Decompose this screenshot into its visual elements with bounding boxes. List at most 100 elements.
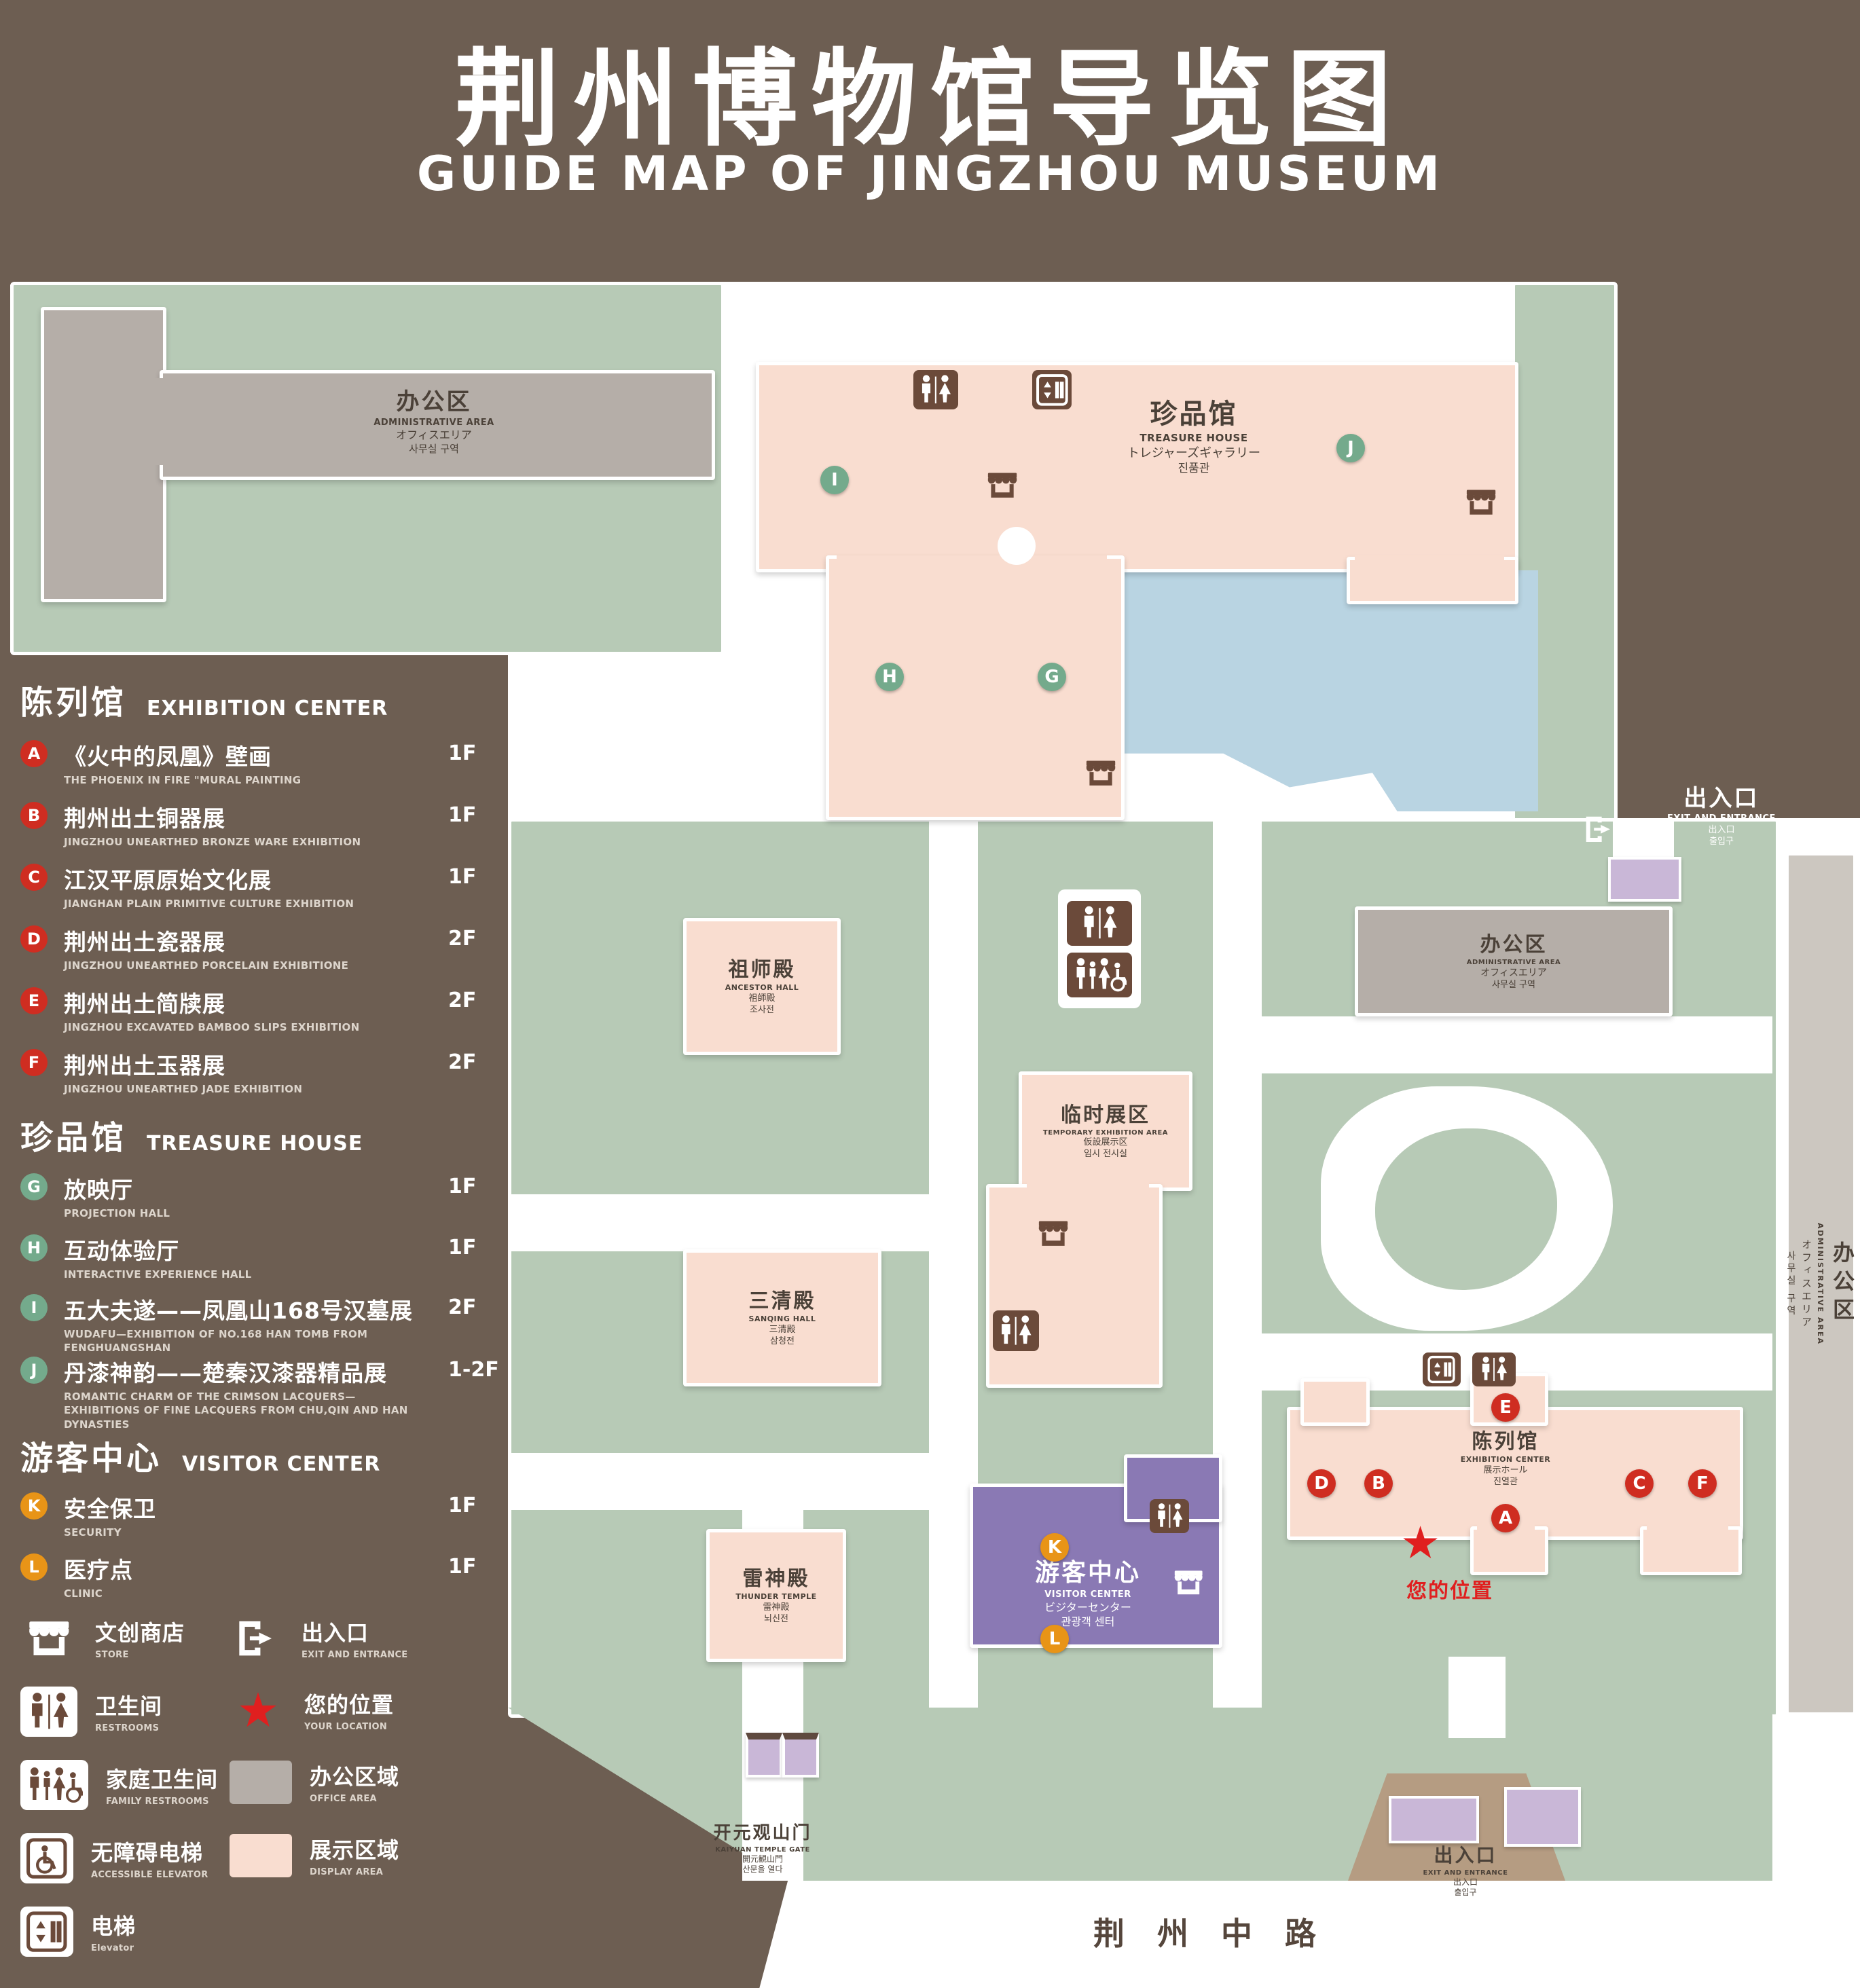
item-floor: 1F [448,1494,477,1517]
section-title-en: EXHIBITION CENTER [147,697,388,720]
sanqing-ja: 三清殿 [769,1324,796,1335]
legend-item-G: G 放映厅 PROJECTION HALL 1F [20,1172,505,1220]
item-en: ROMANTIC CHARM OF THE CRIMSON LACQUERS—E… [64,1391,408,1431]
legend-item-A: A 《火中的凤凰》壁画 THE PHOENIX IN FIRE "MURAL P… [20,739,505,787]
legend-item-L: L 医疗点 CLINIC 1F [20,1552,505,1600]
badge-L: L [20,1553,48,1581]
family-restroom-icon [20,1760,88,1810]
item-en: THE PHOENIX IN FIRE "MURAL PAINTING [64,774,302,786]
visitor-zh: 游客中心 [1034,1559,1141,1587]
sanqing-zh: 三清殿 [748,1289,816,1314]
office-area-swatch [230,1761,292,1805]
treasure-en: TREASURE HOUSE [1139,432,1248,444]
store-icon [1080,755,1122,792]
admin-left-ja: オフィスエリア [396,428,472,442]
restroom-plaza [1058,889,1141,1008]
bottom-exit-zh: 出入口 [1434,1844,1497,1867]
section-title-zh: 游客中心 [20,1439,162,1477]
symbol-en: FAMILY RESTROOMS [106,1796,209,1807]
legend-symbol-elevator: 电梯 Elevator [20,1907,136,1957]
legend-symbol-display-area: 展示区域 DISPLAY AREA [230,1833,399,1879]
admin-right-ja: オフィスエリア [1480,968,1547,979]
treasure-ko: 진품관 [1178,461,1210,475]
symbol-zh: 无障碍电梯 [91,1839,204,1866]
item-zh: 《火中的凤凰》壁画 [64,743,272,770]
badge-D: D [20,925,48,953]
bottom-exit-en: EXIT AND ENTRANCE [1423,1869,1508,1877]
gate-ja: 開元観山門 [742,1854,783,1864]
sanqing-en: SANQING HALL [748,1314,816,1324]
symbol-en: ACCESSIBLE ELEVATOR [91,1869,208,1880]
symbol-zh: 卫生间 [95,1693,163,1719]
location-star-icon: ★ [1400,1517,1441,1569]
map-marker-G: G [1038,663,1066,691]
map-marker-A: A [1491,1504,1520,1532]
item-zh: 江汉平原原始文化展 [64,867,272,894]
exit-icon [230,1613,284,1663]
legend-symbol-accessible-elevator: 无障碍电梯 ACCESSIBLE ELEVATOR [20,1833,208,1883]
treasure-label: 珍品馆 TREASURE HOUSE トレジャーズギャラリー 진품관 [1072,390,1316,482]
building-admin-strip: 办公区 ADMINISTRATIVE AREA オフィスエリア 사무실 구역 [1785,852,1857,1716]
bottom-exit-structure-1 [1389,1796,1479,1843]
badge-I: I [20,1294,48,1321]
item-floor: 1F [448,741,477,765]
temporary-en: TEMPORARY EXHIBITION AREA [1042,1129,1169,1137]
ancestor-ja: 祖師殿 [748,993,776,1004]
right-exit-en: EXIT AND ENTRANCE [1667,813,1776,824]
walk-path-h2 [508,1453,978,1510]
right-exit-zh: 出入口 [1683,784,1759,812]
bottom-exit-ko: 출입구 [1454,1888,1477,1898]
store-icon [981,467,1023,504]
road-label: 荆州中路 [1093,1915,1349,1952]
right-exit-ko: 출입구 [1709,836,1734,847]
item-en: WUDAFU—EXHIBITION OF NO.168 HAN TOMB FRO… [64,1328,368,1355]
temporary-seam [1027,1180,1149,1192]
page-title: 荆州博物馆导览图 [454,38,1406,161]
map-marker-L: L [1040,1625,1069,1653]
item-zh: 放映厅 [64,1177,133,1203]
item-floor: 1F [448,1175,477,1198]
item-zh: 医疗点 [64,1557,133,1583]
store-icon [1032,1215,1074,1252]
thunder-en: THUNDER TEMPLE [735,1592,817,1602]
item-en: JINGZHOU UNEARTHED JADE EXHIBITION [64,1083,303,1095]
badge-F: F [20,1049,48,1076]
gate-en: KAIYUAN TEMPLE GATE [715,1845,810,1854]
legend-item-K: K 安全保卫 SECURITY 1F [20,1491,505,1539]
exhibition-label: 陈列馆 EXHIBITION CENTER 展示ホール 진열관 [1410,1418,1601,1499]
restroom-icon [1150,1499,1189,1533]
family-restroom-icon [1067,952,1132,997]
gate-label: 开元观山门 KAIYUAN TEMPLE GATE 開元観山門 산문을 열다 [685,1811,841,1886]
garden-island [1375,1128,1557,1290]
building-admin-right: 办公区 ADMINISTRATIVE AREA オフィスエリア 사무실 구역 [1355,906,1673,1016]
legend-symbol-store: 文创商店 STORE [20,1613,185,1663]
map-marker-H: H [875,663,904,691]
admin-right-en: ADMINISTRATIVE AREA [1466,959,1561,967]
legend-symbol-location: ★ 您的位置 YOUR LOCATION [230,1687,394,1734]
badge-B: B [20,802,48,829]
store-icon [1168,1565,1209,1600]
admin-left-ko: 사무실 구역 [409,443,459,456]
map-marker-I: I [820,466,849,494]
visitor-en: VISITOR CENTER [1044,1589,1131,1600]
badge-A: A [20,740,48,767]
building-sanqing-hall: 三清殿 SANQING HALL 三清殿 삼청전 [683,1249,881,1386]
legend-item-F: F 荆州出土玉器展 JINGZHOU UNEARTHED JADE EXHIBI… [20,1048,505,1096]
admin-strip-ko: 사무실 구역 [1785,1250,1796,1318]
symbol-en: YOUR LOCATION [304,1721,388,1732]
admin-right-zh: 办公区 [1480,933,1548,957]
item-floor: 2F [448,927,477,951]
restroom-icon [913,370,958,409]
visitor-ja: ビジターセンター [1044,1601,1131,1615]
badge-E: E [20,987,48,1014]
ancestor-en: ANCESTOR HALL [725,983,799,993]
admin-strip-ja: オフィスエリア [1800,1238,1812,1329]
map-marker-K: K [1040,1533,1069,1562]
section-title-en: TREASURE HOUSE [147,1132,363,1156]
legend-symbol-restroom: 卫生间 RESTROOMS [20,1687,162,1737]
road-jingzhou-middle [759,1881,1860,1988]
restroom-icon [20,1687,77,1737]
display-area-swatch [230,1834,292,1878]
badge-G: G [20,1173,48,1200]
